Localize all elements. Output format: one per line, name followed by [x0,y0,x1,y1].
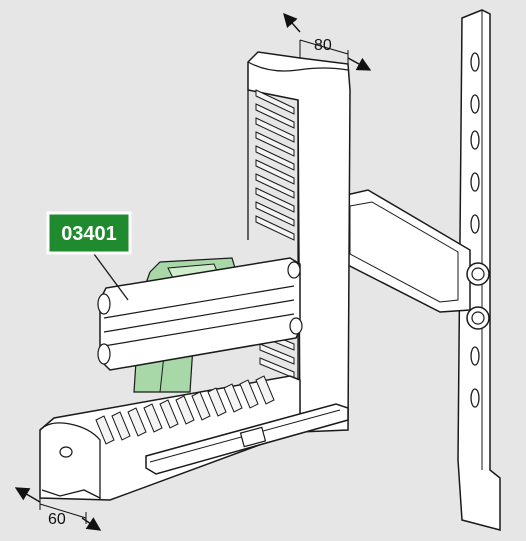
vertical-duct-fingers [255,89,295,379]
part-reference-label: 03401 [61,223,117,245]
bottom-dimension: 60 [14,487,102,531]
bracket-bolt-upper [466,262,490,286]
part-reference-callout: 03401 [46,211,132,301]
top-dimension: 80 [283,12,372,71]
bracket-bolt-lower [466,306,490,330]
duct-cover [145,403,349,475]
din-rail-bracket [97,257,303,371]
horizontal-cable-duct [39,375,301,501]
callout-leader-line [93,253,129,301]
bottom-dimension-label: 60 [48,511,66,528]
rack-slots [470,52,480,408]
vertical-cable-duct [247,51,351,433]
horizontal-duct-fingers [95,375,275,445]
top-dimension-label: 80 [314,37,332,54]
callout-box [46,211,132,255]
